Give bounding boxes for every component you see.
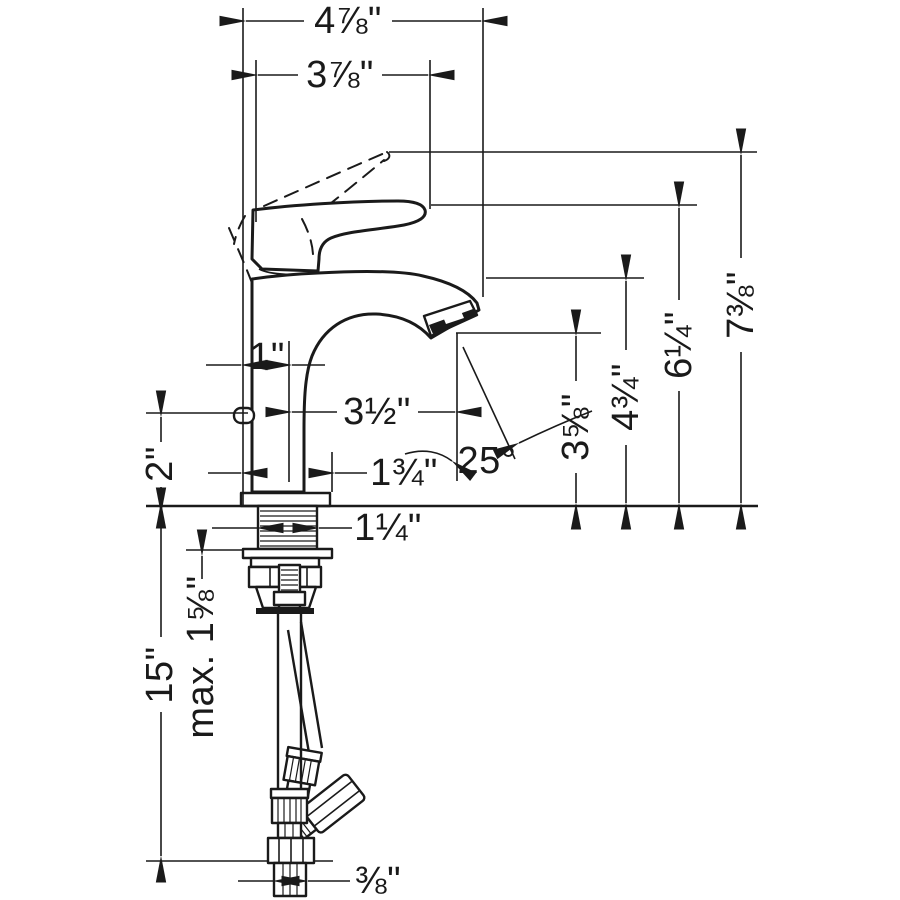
dimension-hose-connection: ⅜" xyxy=(238,860,401,900)
dimension-spout-reach: 3½" xyxy=(265,391,482,433)
dimension-overall-depth: 4⅞" xyxy=(219,0,508,42)
dim-label-spout-reach: 3½" xyxy=(343,391,411,433)
dim-label-outlet-height: 3⅝" xyxy=(555,393,597,461)
pop-up-rod-knob xyxy=(232,406,256,425)
dimension-handle-height: 6¼" xyxy=(658,181,700,530)
linkage-clamp xyxy=(272,590,307,607)
dim-label-spout-top-height: 4¾" xyxy=(605,363,647,431)
spout-aerator xyxy=(422,299,479,338)
dim-label-max-mounting-thickness: max. 1⅝" xyxy=(180,575,222,738)
dimension-handle-depth: 3⅞" xyxy=(231,54,455,96)
dimension-outlet-angle: 25° xyxy=(404,346,593,482)
dimension-base-depth: 1¾" xyxy=(208,452,438,494)
extension-lines xyxy=(146,8,757,862)
dim-label-deck-clearance: 2" xyxy=(139,446,181,482)
dim-label-overall-depth: 4⅞" xyxy=(314,0,382,42)
dim-label-body-offset: 1" xyxy=(249,336,285,378)
dimension-overall-height: 7⅜" xyxy=(720,128,762,530)
dim-label-handle-depth: 3⅞" xyxy=(306,54,374,96)
faucet-body-spout xyxy=(250,269,481,494)
faucet-drawing xyxy=(146,151,758,898)
dim-label-handle-height: 6¼" xyxy=(658,311,700,379)
dimension-max-mounting-thickness: max. 1⅝" xyxy=(180,529,222,739)
dim-label-overall-height: 7⅜" xyxy=(720,271,762,339)
dimension-deck-clearance: 2" xyxy=(139,390,181,529)
dimension-hose-length: 15" xyxy=(139,487,181,883)
dimension-shank-diameter: 1¼" xyxy=(212,507,422,549)
hose-nut-straight xyxy=(266,836,316,898)
water-stream-angle-line xyxy=(462,346,516,460)
dimension-body-offset: 1" xyxy=(206,336,325,378)
dim-label-base-depth: 1¾" xyxy=(370,452,438,494)
dimension-spout-top-height: 4¾" xyxy=(605,254,647,530)
base-escutcheon xyxy=(239,491,332,508)
dim-label-hose-length: 15" xyxy=(139,646,181,703)
handle-lever xyxy=(250,199,427,273)
handle-raised-front-edge xyxy=(301,218,315,263)
mounting-nut-assembly xyxy=(241,547,334,614)
dim-label-shank-diameter: 1¼" xyxy=(354,507,422,549)
dim-label-hose-connection: ⅜" xyxy=(355,860,401,900)
dimension-outlet-height: 3⅝" xyxy=(555,309,597,530)
mounting-shank xyxy=(256,504,319,551)
dim-label-outlet-angle: 25° xyxy=(458,440,517,482)
